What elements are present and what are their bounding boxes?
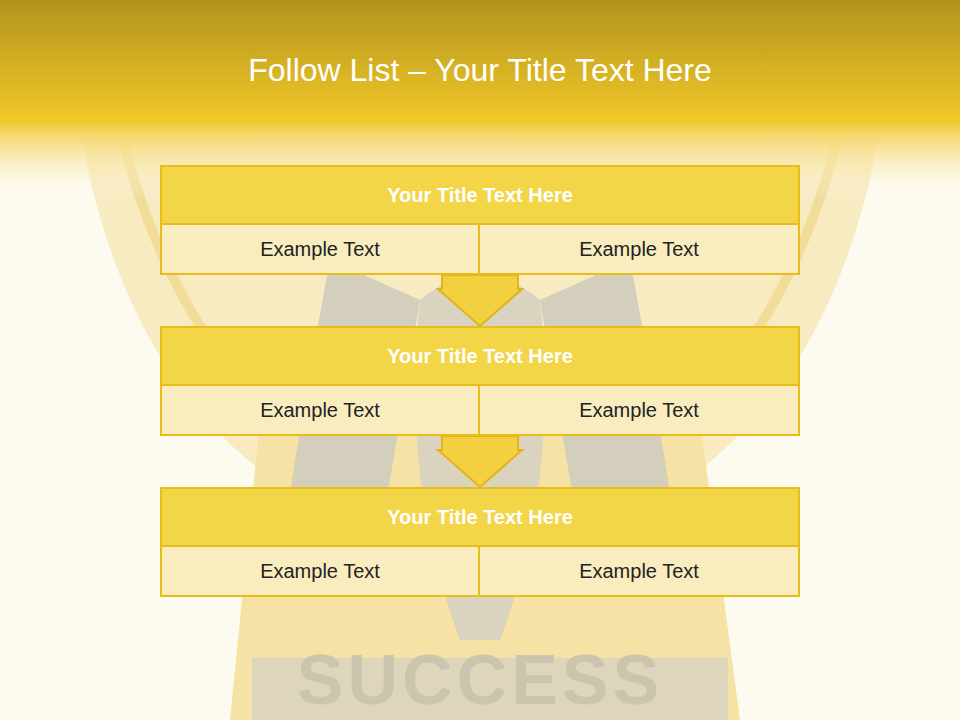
cell-text: Example Text <box>260 560 380 583</box>
cell-text: Example Text <box>260 238 380 261</box>
example-cell: Example Text <box>162 223 480 273</box>
step-box: Your Title Text HereExample Text Example … <box>160 487 800 597</box>
shield-shape <box>80 130 880 470</box>
step-title-row: Your Title Text Here <box>162 489 798 545</box>
cell-text: Example Text <box>579 399 699 422</box>
step-title: Your Title Text Here <box>387 345 573 368</box>
step-box: Your Title Text HereExample Text Example … <box>160 326 800 436</box>
watermark-text: SUCCESS <box>0 640 960 720</box>
step-box: Your Title Text HereExample Text Example … <box>160 165 800 275</box>
example-cell: Example Text <box>480 545 798 595</box>
cell-text: Example Text <box>579 560 699 583</box>
step-title-row: Your Title Text Here <box>162 328 798 384</box>
block-arrow <box>438 436 522 487</box>
step-title-row: Your Title Text Here <box>162 167 798 223</box>
step-title: Your Title Text Here <box>387 506 573 529</box>
cell-text: Example Text <box>260 399 380 422</box>
slide-title: Follow List – Your Title Text Here <box>0 52 960 89</box>
example-cell: Example Text <box>480 384 798 434</box>
example-cell: Example Text <box>162 545 480 595</box>
step-title: Your Title Text Here <box>387 184 573 207</box>
example-cell: Example Text <box>480 223 798 273</box>
cell-text: Example Text <box>579 238 699 261</box>
block-arrow <box>438 275 522 326</box>
example-cell: Example Text <box>162 384 480 434</box>
